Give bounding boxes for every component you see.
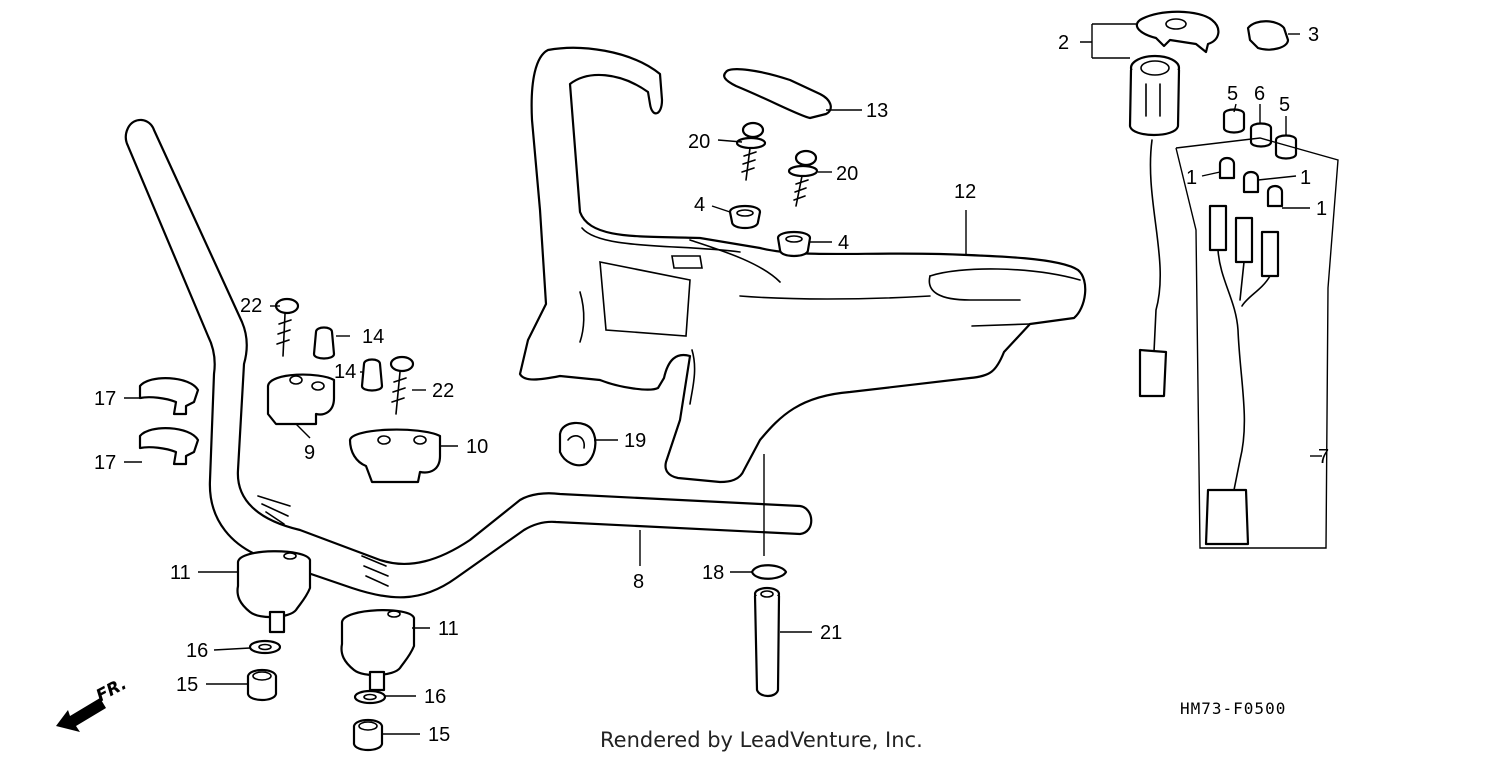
indicator-harness-part-7[interactable] (1175, 137, 1339, 549)
screw-part-20-upper[interactable] (735, 121, 767, 181)
handlebar-part-8[interactable] (124, 118, 813, 599)
part-label-21: 21 (820, 622, 842, 644)
bolt-part-22-left[interactable] (274, 297, 300, 357)
part-label-5: 5 (1279, 94, 1290, 116)
part-label-1: 1 (1186, 167, 1197, 189)
part-label-8: 8 (633, 571, 644, 593)
part-label-1: 1 (1316, 198, 1327, 220)
part-label-5: 5 (1227, 83, 1238, 105)
part-label-22: 22 (240, 295, 262, 317)
rendered-by-credit: Rendered by LeadVenture, Inc. (600, 728, 923, 752)
collar-part-14-lower[interactable] (360, 358, 384, 392)
part-label-20: 20 (836, 163, 858, 185)
grommet-part-6[interactable] (1249, 122, 1273, 148)
tube-part-21[interactable] (753, 586, 781, 698)
band-part-17-upper[interactable] (138, 377, 200, 416)
handlebar-cover-part-12[interactable] (518, 46, 1087, 484)
part-label-2: 2 (1058, 32, 1069, 54)
bulb-part-1-a[interactable] (1218, 156, 1236, 180)
grommet-part-4-lower[interactable] (776, 230, 812, 258)
part-label-9: 9 (304, 442, 315, 464)
leader-lines (124, 23, 1322, 735)
nut-part-15-right[interactable] (352, 718, 384, 752)
part-label-11: 11 (170, 562, 191, 584)
part-label-16: 16 (186, 640, 208, 662)
washer-part-16-left[interactable] (248, 639, 282, 655)
bolt-part-22-right[interactable] (389, 355, 415, 415)
part-label-16: 16 (424, 686, 446, 708)
part-label-15: 15 (428, 724, 450, 746)
diagram-code: HM73-F0500 (1180, 699, 1286, 718)
ignition-switch-part-2[interactable] (1128, 54, 1181, 398)
bulb-part-1-c[interactable] (1266, 184, 1284, 208)
screw-part-20-lower[interactable] (787, 149, 819, 207)
part-label-18: 18 (702, 562, 724, 584)
grommet-part-4-upper[interactable] (728, 204, 762, 230)
collar-part-14-upper[interactable] (312, 326, 336, 360)
cover-strip-part-13[interactable] (723, 68, 832, 120)
part-label-4: 4 (838, 232, 849, 254)
grommet-part-5-right[interactable] (1274, 134, 1298, 160)
part-label-20: 20 (688, 131, 710, 153)
band-part-17-lower[interactable] (138, 427, 200, 466)
part-label-1: 1 (1300, 167, 1311, 189)
nut-part-15-left[interactable] (246, 668, 278, 702)
upper-holder-part-9[interactable] (266, 373, 336, 426)
part-label-12: 12 (954, 181, 976, 203)
part-label-22: 22 (432, 380, 454, 402)
clip-part-18[interactable] (750, 564, 788, 580)
part-label-6: 6 (1254, 83, 1265, 105)
part-label-19: 19 (624, 430, 646, 452)
part-label-11: 11 (438, 618, 459, 640)
upper-holder-part-10[interactable] (348, 428, 442, 484)
front-direction-arrow: FR. (56, 674, 130, 732)
bulb-part-1-b[interactable] (1242, 170, 1260, 194)
part-label-17: 17 (94, 452, 116, 474)
part-labels: 2 3 13 20 20 5 6 5 1 1 1 4 4 12 22 14 14… (94, 24, 1329, 746)
clamp-part-19[interactable] (558, 421, 597, 467)
part-label-10: 10 (466, 436, 488, 458)
switch-cap-part-2[interactable] (1135, 10, 1220, 54)
part-label-14: 14 (362, 326, 384, 348)
washer-part-16-right[interactable] (353, 689, 387, 705)
part-label-13: 13 (866, 100, 888, 122)
lower-holder-part-11-right[interactable] (340, 609, 416, 692)
part-label-17: 17 (94, 388, 116, 410)
knob-part-3[interactable] (1246, 20, 1290, 51)
part-label-3: 3 (1308, 24, 1319, 46)
part-label-4: 4 (694, 194, 705, 216)
part-label-7: 7 (1318, 446, 1329, 468)
lower-holder-part-11-left[interactable] (236, 550, 312, 634)
part-label-15: 15 (176, 674, 198, 696)
part-label-14: 14 (334, 361, 356, 383)
grommet-part-5-left[interactable] (1222, 108, 1246, 134)
